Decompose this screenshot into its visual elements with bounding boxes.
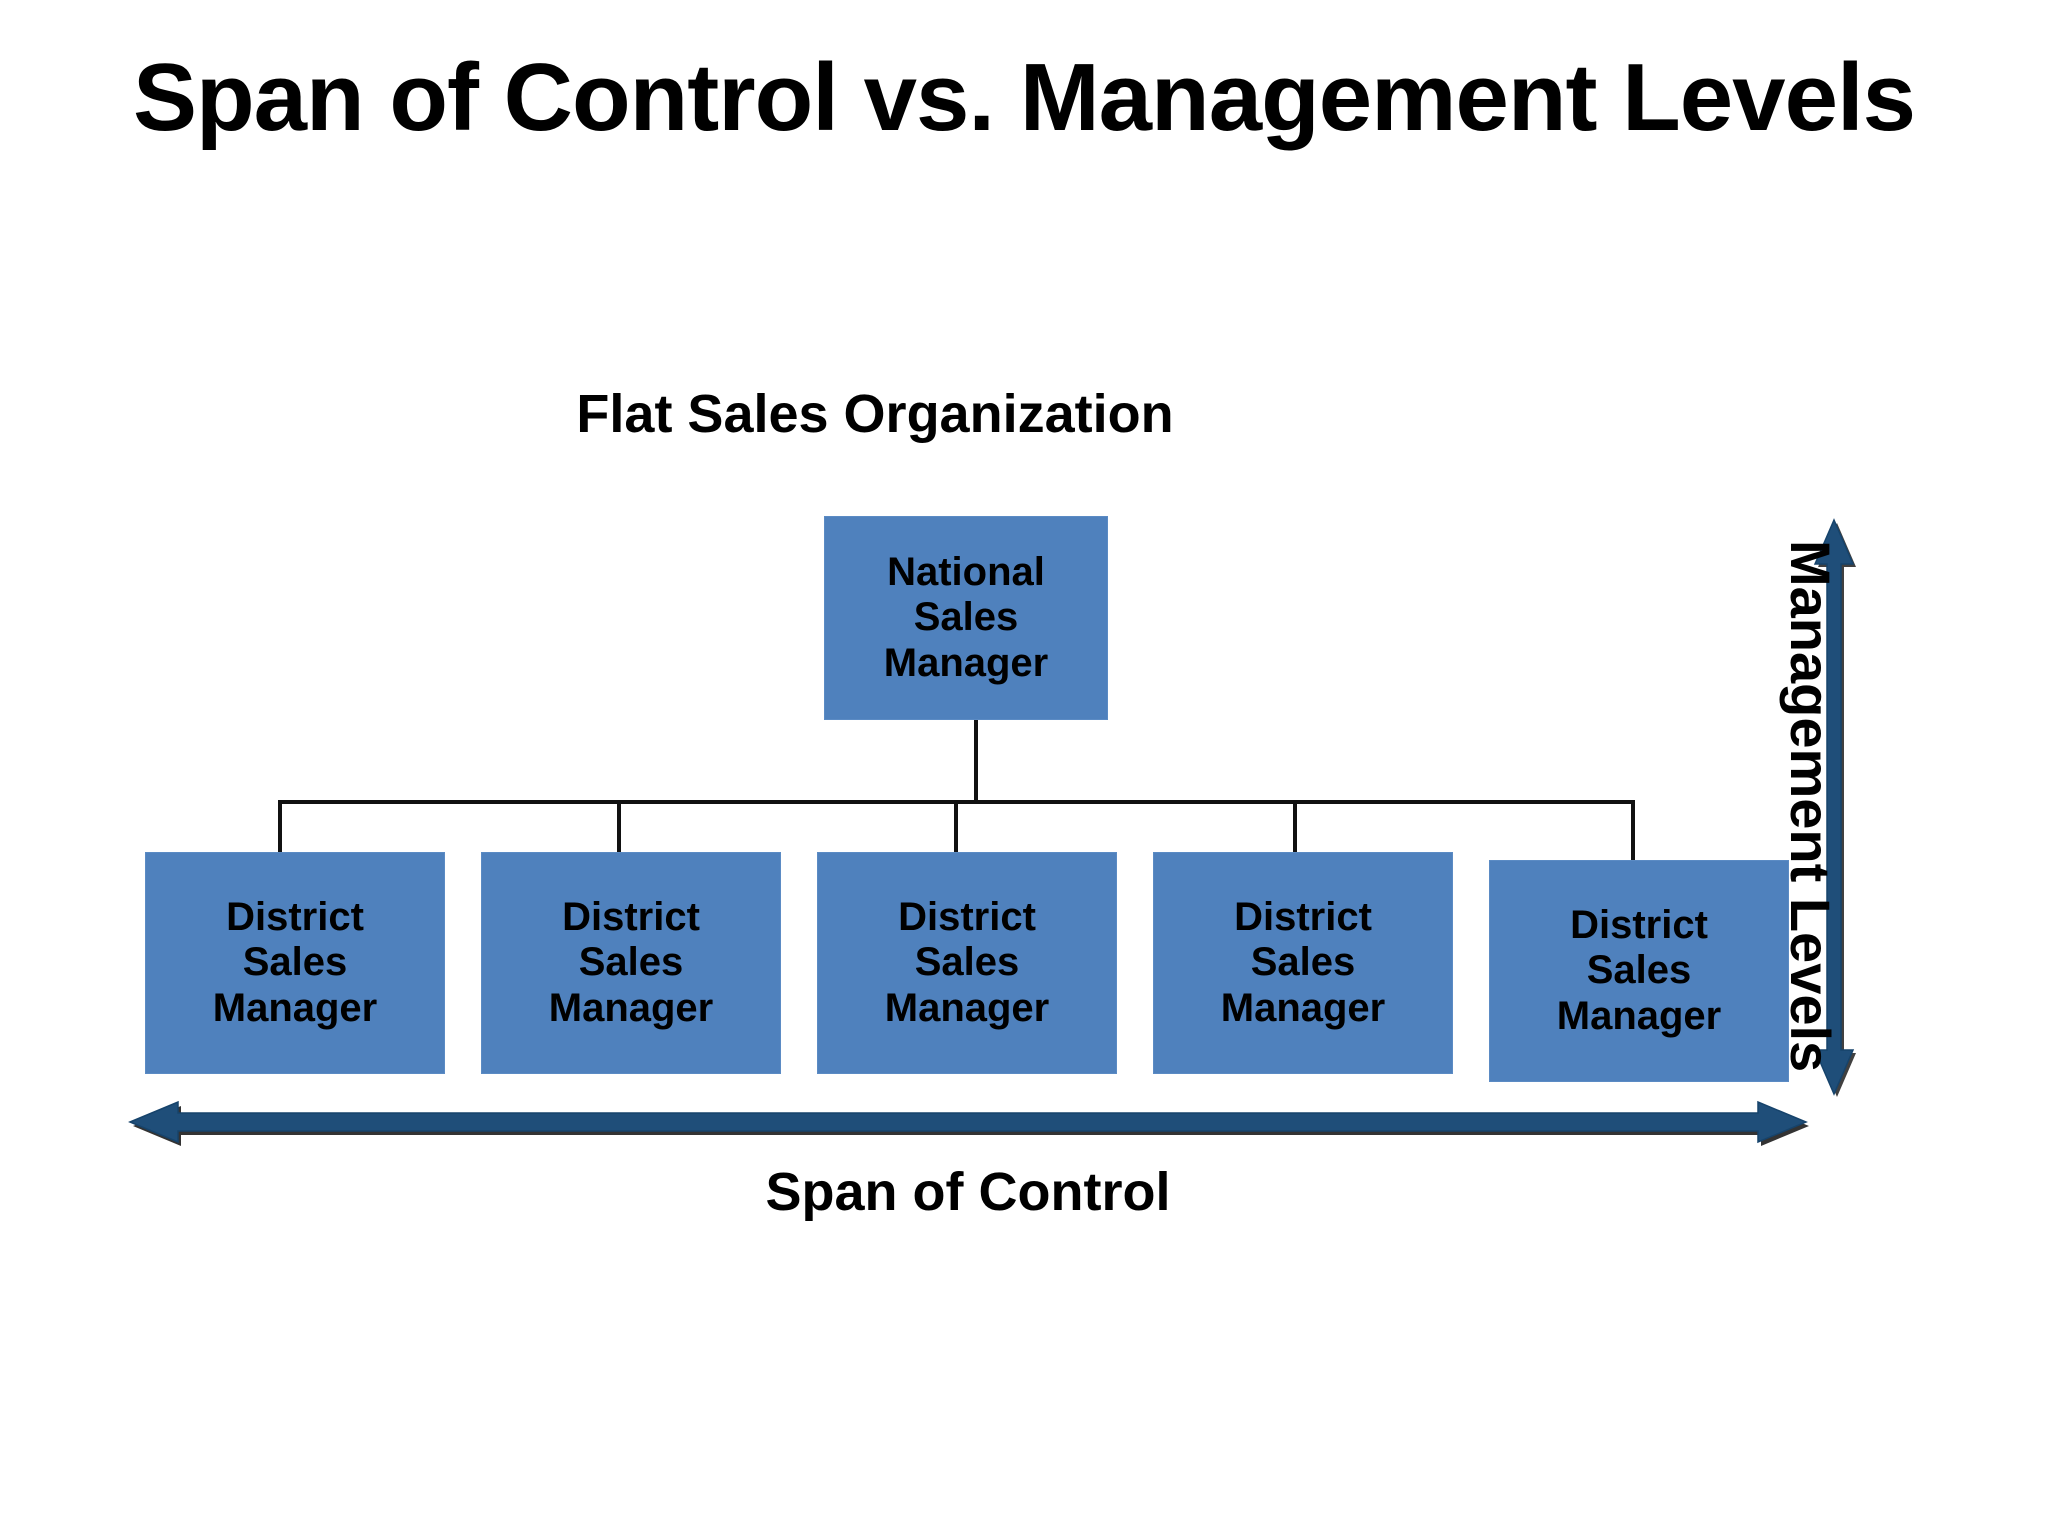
org-node-national-sales-manager[interactable]: National Sales Manager — [824, 516, 1108, 720]
org-node-line: Manager — [548, 985, 714, 1030]
double-headed-arrow-horizontal-icon — [128, 1100, 1809, 1146]
org-node-line: District — [1234, 895, 1372, 940]
org-node-line: District — [562, 895, 700, 940]
org-node-district-sales-manager[interactable]: District Sales Manager — [145, 852, 445, 1074]
org-node-line: District — [1570, 903, 1708, 948]
connector-drop — [954, 800, 958, 854]
org-node-line: National — [887, 550, 1045, 595]
chart-subtitle: Flat Sales Organization — [576, 384, 1174, 444]
connector-drop — [1293, 800, 1297, 854]
org-node-line: District — [898, 895, 1036, 940]
connector-stem — [974, 720, 978, 804]
org-node-line: Sales — [913, 595, 1019, 640]
org-node-line: Manager — [212, 985, 378, 1030]
page-title: Span of Control vs. Management Levels — [132, 44, 1916, 151]
double-headed-arrow-vertical-icon — [1813, 518, 1856, 1097]
connector-drop — [1631, 800, 1635, 862]
connector-drop — [617, 800, 621, 854]
connector-drop — [278, 800, 282, 854]
org-node-line: Sales — [914, 940, 1020, 985]
org-node-district-sales-manager[interactable]: District Sales Manager — [1489, 860, 1789, 1082]
org-node-line: Manager — [883, 640, 1049, 685]
org-node-line: Sales — [242, 940, 348, 985]
org-node-line: Sales — [1586, 948, 1692, 993]
org-node-district-sales-manager[interactable]: District Sales Manager — [481, 852, 781, 1074]
org-node-line: Manager — [884, 985, 1050, 1030]
org-node-district-sales-manager[interactable]: District Sales Manager — [817, 852, 1117, 1074]
org-node-district-sales-manager[interactable]: District Sales Manager — [1153, 852, 1453, 1074]
org-node-line: Sales — [1250, 940, 1356, 985]
org-node-line: Sales — [578, 940, 684, 985]
org-node-line: Manager — [1220, 985, 1386, 1030]
org-node-line: District — [226, 895, 364, 940]
axis-label-management-levels: Management Levels — [1779, 540, 1842, 1073]
axis-label-span-of-control: Span of Control — [765, 1162, 1171, 1222]
org-node-line: Manager — [1556, 993, 1722, 1038]
